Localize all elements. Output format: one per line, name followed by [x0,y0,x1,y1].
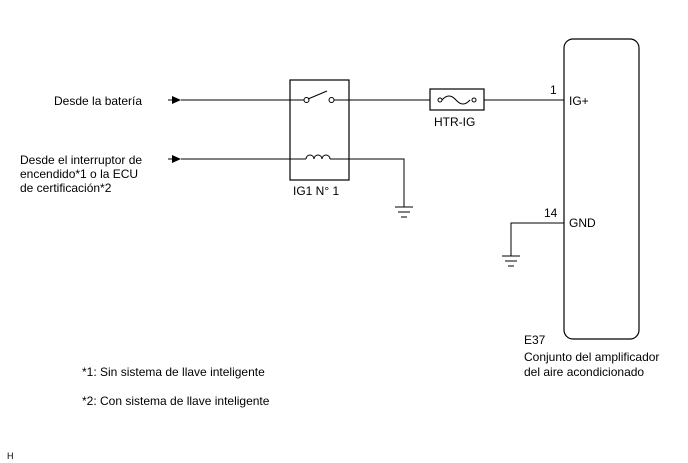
ignition-arrow [168,155,181,163]
relay-label: IG1 N° 1 [293,184,339,198]
connector-description-line1: Conjunto del amplificador [524,350,659,364]
fuse-label: HTR-IG [434,115,475,129]
pin-number-14: 14 [544,206,558,220]
battery-source-label: Desde la batería [54,94,142,108]
connector-code: E37 [524,333,546,347]
note-1: *1: Sin sistema de llave inteligente [82,365,265,379]
ignition-source-label-line3: de certificación*2 [20,181,112,195]
battery-arrow [168,96,181,104]
ignition-source-label-line2: encendido*1 o la ECU [20,167,138,181]
connector-description-line2: del aire acondicionado [524,365,644,379]
ignition-source-label-line1: Desde el interruptor de [20,153,142,167]
pin-number-1: 1 [550,83,557,97]
amplifier-connector-body [563,38,640,340]
figure-code: H [7,451,14,461]
relay-switch-icon [290,90,349,103]
relay-ground-wire [349,158,405,207]
relay-coil-icon [290,154,349,160]
pin-label-ig: IG+ [569,94,589,108]
gnd-wire [510,222,564,256]
pin-label-gnd: GND [569,216,596,230]
ground-icon [502,255,520,267]
note-2: *2: Con sistema de llave inteligente [82,394,270,408]
relay-box [289,79,350,181]
fuse-icon [437,95,477,105]
ground-icon [395,206,413,218]
